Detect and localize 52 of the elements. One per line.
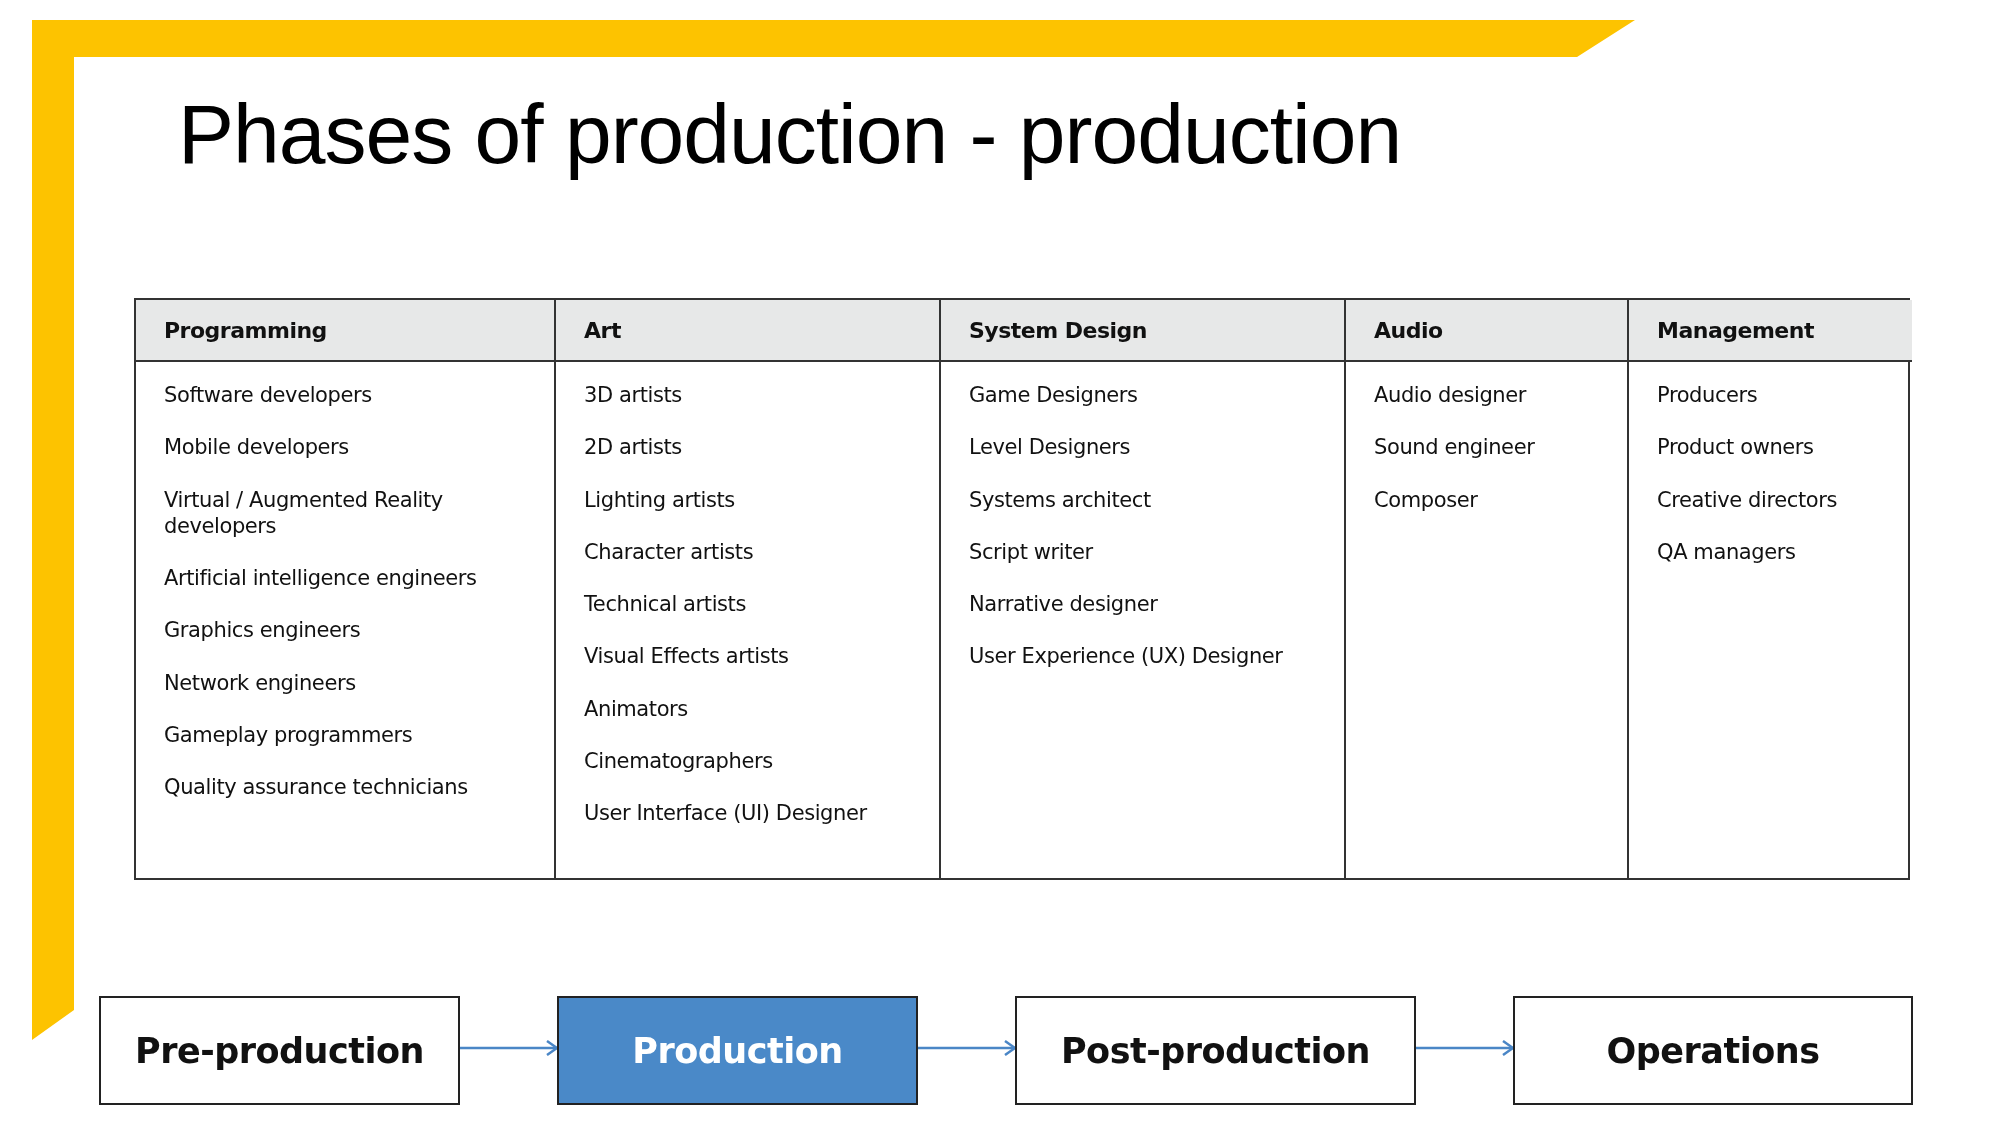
role-item: Artificial intelligence engineers bbox=[164, 565, 478, 592]
role-item: Graphics engineers bbox=[164, 617, 362, 644]
role-item: User Interface (UI) Designer bbox=[584, 800, 868, 827]
arrow bbox=[918, 1039, 1017, 1057]
role-item: Product owners bbox=[1657, 434, 1815, 461]
role-item: Audio designer bbox=[1374, 382, 1528, 409]
role-item: Cinematographers bbox=[584, 747, 774, 774]
column-header: Audio bbox=[1374, 317, 1443, 343]
role-item: QA managers bbox=[1657, 538, 1797, 565]
column-header: System Design bbox=[969, 317, 1148, 343]
role-item: Mobile developers bbox=[164, 434, 350, 461]
role-item: Producers bbox=[1657, 382, 1759, 409]
column-header: Art bbox=[584, 317, 621, 343]
phase-box bbox=[99, 996, 460, 1105]
role-item: 2D artists bbox=[584, 434, 683, 461]
role-item: Lighting artists bbox=[584, 486, 736, 513]
phase-box bbox=[1513, 996, 1913, 1105]
role-item: Animators bbox=[584, 695, 689, 722]
role-item: Character artists bbox=[584, 538, 755, 565]
slide-title: Phases of production - production bbox=[178, 88, 1402, 181]
role-item: Script writer bbox=[969, 538, 1094, 565]
arrow bbox=[460, 1039, 559, 1057]
role-item: Level Designers bbox=[969, 434, 1132, 461]
phase-label: Operations bbox=[1606, 1030, 1820, 1071]
header-cell bbox=[136, 300, 554, 362]
header-cell bbox=[1627, 300, 1912, 362]
role-item: User Experience (UX) Designer bbox=[969, 643, 1284, 670]
role-item: Sound engineer bbox=[1374, 434, 1536, 461]
role-item: Composer bbox=[1374, 486, 1479, 513]
role-item: Systems architect bbox=[969, 486, 1152, 513]
phase-label: Production bbox=[632, 1030, 843, 1071]
role-item: Network engineers bbox=[164, 669, 357, 696]
role-item: Narrative designer bbox=[969, 591, 1159, 618]
column-header: Management bbox=[1657, 317, 1814, 343]
phase-box bbox=[1015, 996, 1416, 1105]
role-item: Creative directors bbox=[1657, 486, 1838, 513]
role-item: Software developers bbox=[164, 382, 373, 409]
role-item: Game Designers bbox=[969, 382, 1139, 409]
header-cell bbox=[554, 300, 939, 362]
role-item: Quality assurance technicians bbox=[164, 774, 469, 801]
role-item: Virtual / Augmented Reality developers bbox=[164, 486, 444, 539]
role-item: Technical artists bbox=[584, 591, 747, 618]
role-item: 3D artists bbox=[584, 382, 683, 409]
header-cell bbox=[1344, 300, 1627, 362]
header-cell bbox=[939, 300, 1344, 362]
role-item: Gameplay programmers bbox=[164, 721, 414, 748]
phase-label: Pre-production bbox=[135, 1030, 424, 1071]
current-phase-box bbox=[557, 996, 918, 1105]
role-item: Visual Effects artists bbox=[584, 643, 790, 670]
phase-label: Post-production bbox=[1060, 1030, 1371, 1071]
arrow bbox=[1416, 1039, 1515, 1057]
column-header: Programming bbox=[164, 317, 327, 343]
